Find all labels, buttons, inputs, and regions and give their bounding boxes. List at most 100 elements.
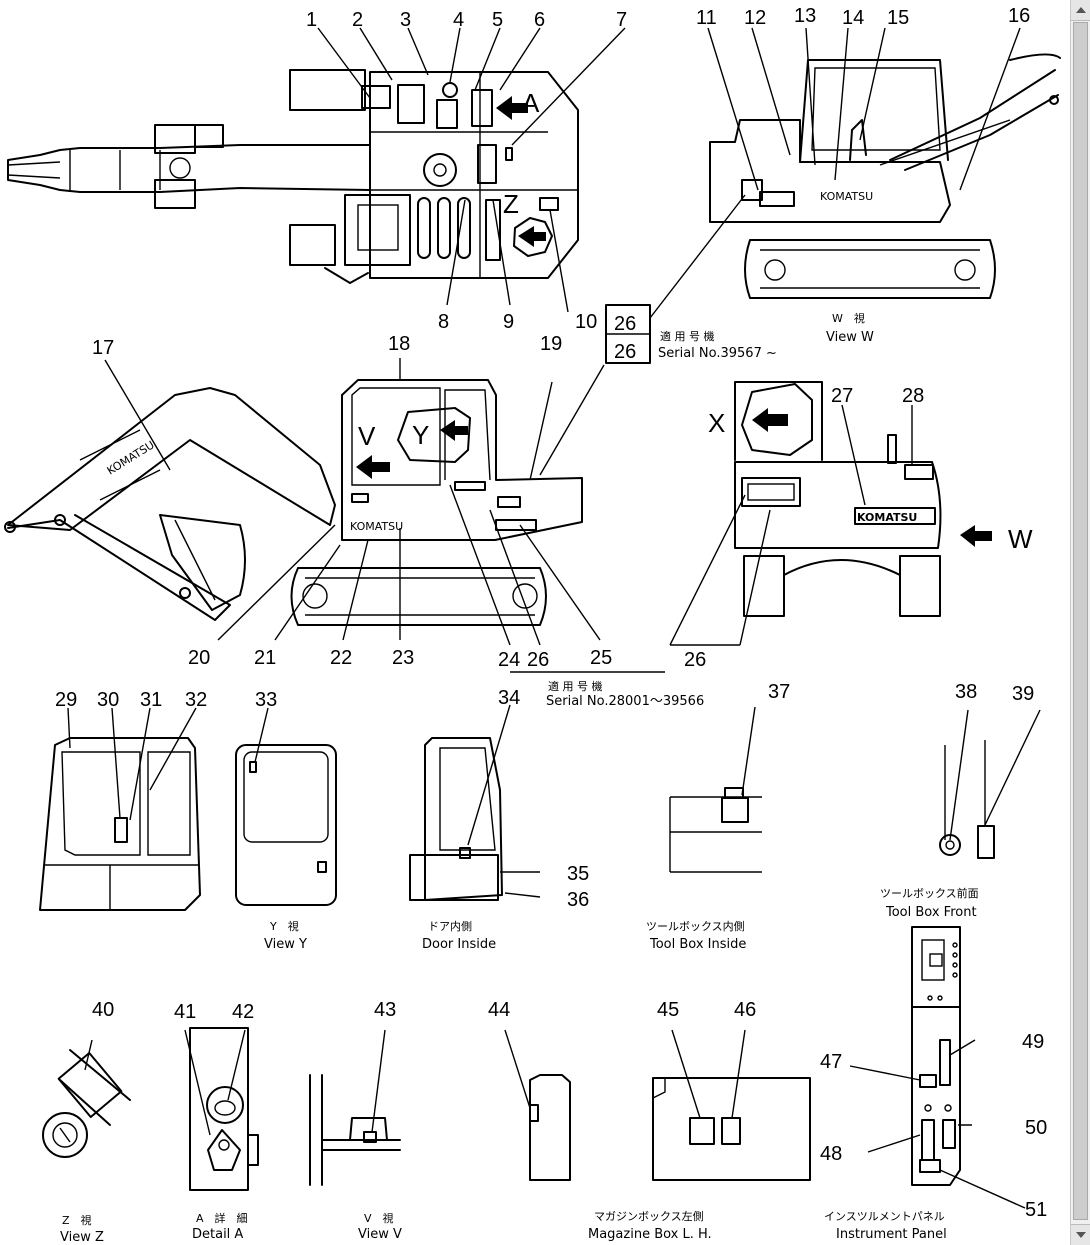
callout-10: 10 (575, 311, 597, 333)
view-w-label: View W (826, 330, 874, 345)
callout-34: 34 (498, 687, 520, 709)
view-w-drawing: KOMATSU (709, 53, 1061, 299)
view-z-drawing (42, 1039, 131, 1158)
vertical-scrollbar[interactable] (1070, 0, 1090, 1245)
side-view-drawing: KOMATSU V Y KOMATSU (4, 379, 583, 626)
callout-32: 32 (185, 689, 207, 711)
callout-26-box: 26 (614, 341, 636, 363)
callout-35: 35 (567, 863, 589, 885)
letter-a: A (522, 88, 540, 118)
callout-14: 14 (842, 7, 864, 29)
callout-1: 1 (306, 9, 317, 31)
callout-22: 22 (330, 647, 352, 669)
callout-26-top: 26 (614, 313, 636, 335)
callout-11: 11 (696, 7, 717, 29)
instrument-panel-label: Instrument Panel (836, 1227, 947, 1242)
detail-a-label: Detail A (192, 1227, 243, 1242)
top-view-drawing: A Z (7, 69, 579, 284)
serial-top-jp: 適 用 号 機 (660, 329, 715, 343)
scroll-down-button[interactable] (1071, 1224, 1090, 1245)
row3-leaders (67, 704, 1041, 898)
view-w-jp: W 視 (832, 311, 865, 325)
view-w-leaders (649, 27, 1021, 319)
callout-36: 36 (567, 889, 589, 911)
callout-28: 28 (902, 385, 924, 407)
view-y-cab-drawing (39, 737, 337, 911)
callout-5: 5 (492, 9, 503, 31)
serial-mid: Serial No.28001～39566 (546, 694, 704, 709)
serial-top: Serial No.39567 ~ (658, 346, 777, 361)
callout-2: 2 (352, 9, 363, 31)
callout-48: 48 (820, 1143, 842, 1165)
detail-a-drawing (184, 1027, 259, 1191)
callout-49: 49 (1022, 1031, 1044, 1053)
callout-45: 45 (657, 999, 679, 1021)
scroll-thumb[interactable] (1073, 22, 1088, 1220)
callout-24: 24 (498, 649, 520, 671)
callout-9: 9 (503, 311, 514, 333)
top-view-leaders (317, 27, 626, 313)
callout-7: 7 (616, 9, 627, 31)
callout-19: 19 (540, 333, 562, 355)
callout-39: 39 (1012, 683, 1034, 705)
callout-12: 12 (744, 7, 766, 29)
callout-38: 38 (955, 681, 977, 703)
callout-15: 15 (887, 7, 909, 29)
letter-v: V (358, 421, 376, 451)
callout-43: 43 (374, 999, 396, 1021)
toolbox-front-label: Tool Box Front (885, 905, 977, 920)
callout-3: 3 (400, 9, 411, 31)
rear-view-leaders (669, 404, 913, 646)
view-v-drawing (309, 1029, 401, 1186)
callout-26-mid: 26 (527, 649, 549, 671)
toolbox-inside-label: Tool Box Inside (649, 937, 746, 952)
side-view-leaders (104, 358, 665, 673)
view-y-jp: Y 視 (269, 919, 299, 933)
detail-a-jp: A 詳 細 (196, 1211, 248, 1225)
door-inside-label: Door Inside (422, 937, 496, 952)
callout-51: 51 (1025, 1199, 1047, 1221)
callout-31: 31 (140, 689, 162, 711)
callout-23: 23 (392, 647, 414, 669)
callout-44: 44 (488, 999, 510, 1021)
serial-mid-jp: 適 用 号 機 (548, 679, 603, 693)
instrument-panel-jp: インスツルメントパネル (824, 1210, 945, 1223)
scroll-up-arrow-icon (1076, 7, 1086, 13)
callout-13: 13 (794, 5, 816, 27)
callout-27: 27 (831, 385, 853, 407)
letter-y: Y (412, 420, 429, 450)
letter-w: W (1008, 524, 1033, 554)
callout-numbers: 1 2 3 4 5 6 7 8 9 10 11 12 13 14 15 16 1… (55, 5, 1047, 1221)
callout-26-rear: 26 (684, 649, 706, 671)
toolbox-inside-drawing (669, 787, 762, 873)
callout-30: 30 (97, 689, 119, 711)
scroll-up-button[interactable] (1071, 0, 1090, 21)
door-inside-jp: ドア内側 (428, 919, 472, 933)
callout-47: 47 (820, 1051, 842, 1073)
view-y-label: View Y (264, 937, 307, 952)
callout-21: 21 (254, 647, 276, 669)
callout-6: 6 (534, 9, 545, 31)
callout-29: 29 (55, 689, 77, 711)
item-38-39-drawing (939, 740, 995, 859)
callout-17: 17 (92, 337, 114, 359)
callout-42: 42 (232, 1001, 254, 1023)
instrument-panel-drawing (849, 926, 1026, 1209)
brand-rear: KOMATSU (857, 511, 917, 524)
toolbox-inside-jp: ツールボックス内側 (646, 919, 745, 933)
view-z-jp: Z 視 (62, 1213, 92, 1227)
callout-4: 4 (453, 9, 464, 31)
callout-50: 50 (1025, 1117, 1047, 1139)
toolbox-front-jp: ツールボックス前面 (880, 886, 979, 900)
view-v-jp: V 視 (364, 1211, 394, 1225)
view-v-label: View V (358, 1227, 402, 1242)
magazine-label: Magazine Box L. H. (588, 1227, 712, 1242)
callout-8: 8 (438, 311, 449, 333)
brand-side: KOMATSU (350, 520, 403, 533)
item-44-drawing (504, 1029, 571, 1181)
callout-46: 46 (734, 999, 756, 1021)
letter-x: X (708, 408, 725, 438)
callout-18: 18 (388, 333, 410, 355)
